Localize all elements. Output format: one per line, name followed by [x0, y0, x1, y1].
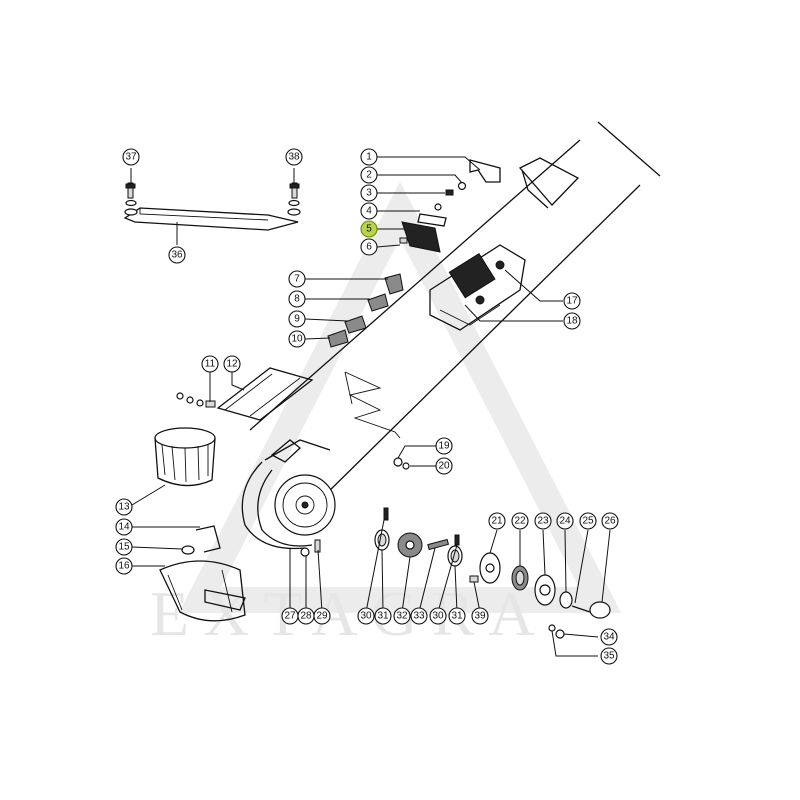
callout-29: 29 — [313, 607, 331, 625]
callout-36: 36 — [168, 246, 186, 264]
callout-27: 27 — [281, 607, 299, 625]
callout-9: 9 — [288, 310, 306, 328]
callout-16: 16 — [115, 557, 133, 575]
parts-7-to-10-clips — [327, 273, 404, 348]
callout-16-label: 16 — [118, 561, 130, 572]
callout-21: 21 — [488, 512, 506, 530]
callout-1-label: 1 — [366, 152, 372, 163]
callout-23-label: 23 — [537, 516, 549, 527]
callout-25-label: 25 — [582, 516, 594, 527]
callout-32: 32 — [393, 607, 411, 625]
callout-4-label: 4 — [366, 206, 372, 217]
parts-1-to-6 — [399, 159, 501, 253]
callout-33-label: 33 — [413, 611, 425, 622]
callout-35-label: 35 — [603, 651, 615, 662]
callout-1: 1 — [360, 148, 378, 166]
callout-6-label: 6 — [366, 242, 372, 253]
callout-11: 11 — [201, 355, 219, 373]
callout-12: 12 — [223, 355, 241, 373]
callout-17-label: 17 — [566, 296, 578, 307]
callout-31-left: 31 — [374, 607, 392, 625]
callout-17: 17 — [563, 292, 581, 310]
callout-26: 26 — [601, 512, 619, 530]
callout-36-label: 36 — [171, 250, 183, 261]
callout-18-label: 18 — [566, 316, 578, 327]
callout-20-label: 20 — [438, 461, 450, 472]
callout-22-label: 22 — [514, 516, 526, 527]
callout-14-label: 14 — [118, 522, 130, 533]
callout-20: 20 — [435, 457, 453, 475]
callout-11-label: 11 — [205, 359, 216, 370]
callout-39-label: 39 — [474, 611, 486, 622]
callout-4: 4 — [360, 202, 378, 220]
callout-37-label: 37 — [125, 152, 137, 163]
callout-10: 10 — [288, 330, 306, 348]
callout-6: 6 — [360, 238, 378, 256]
callout-2-label: 2 — [366, 170, 372, 181]
callout-38-label: 38 — [288, 152, 300, 163]
callout-15: 15 — [115, 538, 133, 556]
watermark-text: EXTAGRA — [150, 578, 549, 649]
callout-19-label: 19 — [438, 441, 450, 452]
callout-29-label: 29 — [316, 611, 328, 622]
callout-31-right-label: 31 — [451, 611, 463, 622]
callout-13-label: 13 — [118, 502, 130, 513]
callout-10-label: 10 — [291, 334, 303, 345]
callout-5-label: 5 — [366, 224, 372, 235]
callout-31-left-label: 31 — [377, 611, 389, 622]
callout-24-label: 24 — [559, 516, 571, 527]
callout-24: 24 — [556, 512, 574, 530]
leader-lines — [130, 156, 611, 657]
callout-19: 19 — [435, 437, 453, 455]
callout-28-label: 28 — [300, 611, 312, 622]
callout-30-right: 30 — [429, 607, 447, 625]
callout-13: 13 — [115, 498, 133, 516]
callout-14: 14 — [115, 518, 133, 536]
callout-25: 25 — [579, 512, 597, 530]
callout-30-left: 30 — [357, 607, 375, 625]
parts-21-26-hub-set — [469, 552, 611, 639]
callout-30-left-label: 30 — [360, 611, 372, 622]
callout-28: 28 — [297, 607, 315, 625]
callout-39: 39 — [471, 607, 489, 625]
part-13-ring-band — [154, 427, 216, 487]
parts-19-20-fasteners — [393, 457, 410, 470]
callout-32-label: 32 — [396, 611, 408, 622]
callout-31-right: 31 — [448, 607, 466, 625]
callout-27-label: 27 — [284, 611, 296, 622]
callout-38: 38 — [285, 148, 303, 166]
part-36-bracket-bar — [123, 182, 301, 231]
callout-22: 22 — [511, 512, 529, 530]
callout-12-label: 12 — [226, 359, 238, 370]
callout-35: 35 — [600, 647, 618, 665]
callout-8-label: 8 — [294, 294, 300, 305]
callout-8: 8 — [288, 290, 306, 308]
callout-18: 18 — [563, 312, 581, 330]
callout-2: 2 — [360, 166, 378, 184]
watermark: EXTAGRA — [150, 181, 622, 649]
callout-21-label: 21 — [491, 516, 503, 527]
callout-37: 37 — [122, 148, 140, 166]
callout-23: 23 — [534, 512, 552, 530]
parts-27-29-housing-pulley — [241, 439, 336, 557]
callout-33: 33 — [410, 607, 428, 625]
parts-14-16-clamp — [159, 525, 246, 622]
parts-11-12-cover-plate — [176, 367, 314, 421]
auger-tube — [249, 121, 661, 501]
callout-7-label: 7 — [294, 274, 300, 285]
callout-15-label: 15 — [118, 542, 130, 553]
callout-30-right-label: 30 — [432, 611, 444, 622]
callout-34-label: 34 — [603, 632, 615, 643]
callout-7: 7 — [288, 270, 306, 288]
parts-30-33-shaft-set — [374, 507, 463, 567]
callout-3: 3 — [360, 184, 378, 202]
callout-26-label: 26 — [604, 516, 616, 527]
callout-34: 34 — [600, 628, 618, 646]
callout-9-label: 9 — [294, 314, 300, 325]
callout-3-label: 3 — [366, 188, 372, 199]
callout-5-highlighted[interactable]: 5 — [360, 220, 378, 238]
transmission-housing — [429, 244, 526, 331]
